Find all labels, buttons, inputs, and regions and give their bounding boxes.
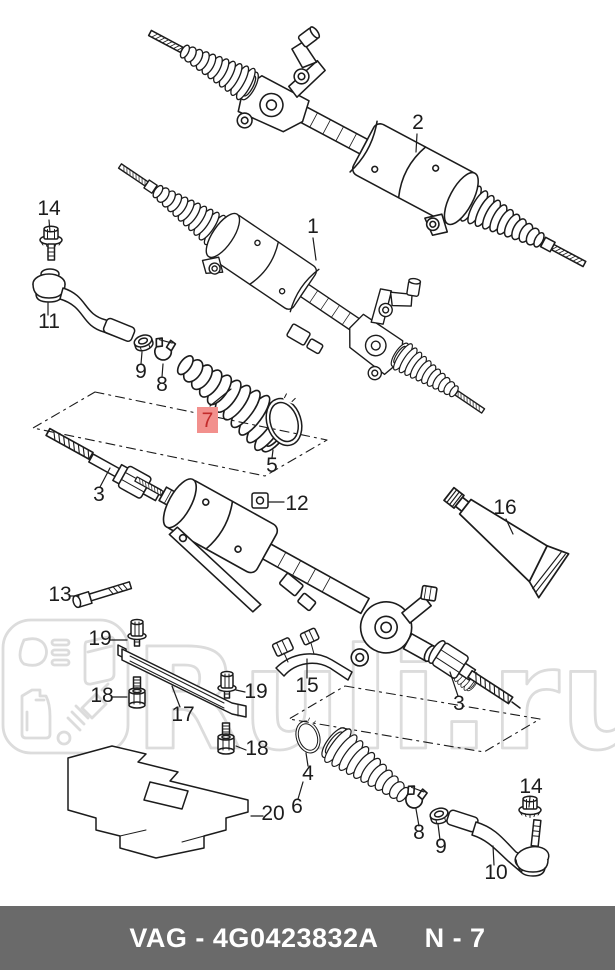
callout-14-top[interactable]: 14 xyxy=(37,197,61,220)
tie-rod-11 xyxy=(32,268,136,343)
shock-absorber-icon xyxy=(56,682,110,746)
callout-2[interactable]: 2 xyxy=(412,111,424,134)
callout-18-right[interactable]: 18 xyxy=(245,737,268,760)
callout-12[interactable]: 12 xyxy=(285,492,308,515)
clamp-bar-17 xyxy=(117,644,247,718)
callout-9-top[interactable]: 9 xyxy=(135,360,147,383)
inner-tie-rod-3-bottom xyxy=(428,640,521,709)
callout-10[interactable]: 10 xyxy=(484,861,507,884)
catalog-part-code: VAG - 4G0423832A xyxy=(129,922,379,953)
watermark-logo xyxy=(1,618,130,755)
callout-6[interactable]: 6 xyxy=(291,795,303,818)
dashed-group-box-top xyxy=(32,391,328,477)
canister-icon xyxy=(83,635,116,686)
heat-shield-20 xyxy=(67,745,249,859)
nut-9-top xyxy=(131,332,156,354)
callout-15[interactable]: 15 xyxy=(295,674,318,697)
callout-5[interactable]: 5 xyxy=(266,454,278,477)
callout-20[interactable]: 20 xyxy=(261,802,284,825)
callout-4[interactable]: 4 xyxy=(302,762,314,785)
assembly-1-connectors xyxy=(286,323,324,355)
oil-jug-icon xyxy=(20,688,52,740)
nut-12 xyxy=(251,492,269,509)
tie-rod-10 xyxy=(446,809,550,877)
steering-gear-assembly-3 xyxy=(134,476,482,694)
footer-bar: VAG - 4G0423832A N - 7 xyxy=(0,906,615,970)
callout-13[interactable]: 13 xyxy=(48,583,71,606)
callout-16[interactable]: 16 xyxy=(493,496,516,519)
callout-3-top[interactable]: 3 xyxy=(93,483,105,506)
callout-18-left[interactable]: 18 xyxy=(90,684,113,707)
callout-9-bottom[interactable]: 9 xyxy=(435,835,447,858)
callout-3-bottom[interactable]: 3 xyxy=(453,692,465,715)
callout-7[interactable]: 7 xyxy=(202,409,214,432)
page-reference: N - 7 xyxy=(424,922,486,953)
clamp-8-top xyxy=(150,335,177,364)
highlighted-callout-7[interactable]: 7 xyxy=(197,407,218,433)
headlight-icon xyxy=(18,637,71,667)
callout-17[interactable]: 17 xyxy=(171,703,194,726)
callout-14-bottom[interactable]: 14 xyxy=(519,775,543,798)
callout-11[interactable]: 11 xyxy=(38,310,60,333)
dashed-group-box-bottom xyxy=(288,685,541,753)
bracket-15 xyxy=(271,627,353,681)
logo-frame xyxy=(1,618,130,755)
dashboard-lines-icon xyxy=(50,638,71,667)
leader-lines xyxy=(47,133,531,866)
callout-8-bottom[interactable]: 8 xyxy=(413,821,425,844)
callout-8-top[interactable]: 8 xyxy=(156,373,168,396)
callout-19-right[interactable]: 19 xyxy=(244,680,267,703)
steering-gear-assembly-2 xyxy=(128,0,615,305)
inner-tie-rod-3-top xyxy=(45,427,163,502)
callouts: 2 1 14 11 9 8 5 3 12 13 16 19 18 17 19 1… xyxy=(37,111,543,884)
grease-tube-16 xyxy=(443,486,570,599)
highlight-box[interactable] xyxy=(197,407,218,433)
nut-14-top xyxy=(39,225,63,261)
bolt-13 xyxy=(72,581,133,609)
callout-19-left[interactable]: 19 xyxy=(88,627,111,650)
callout-1[interactable]: 1 xyxy=(307,215,319,238)
